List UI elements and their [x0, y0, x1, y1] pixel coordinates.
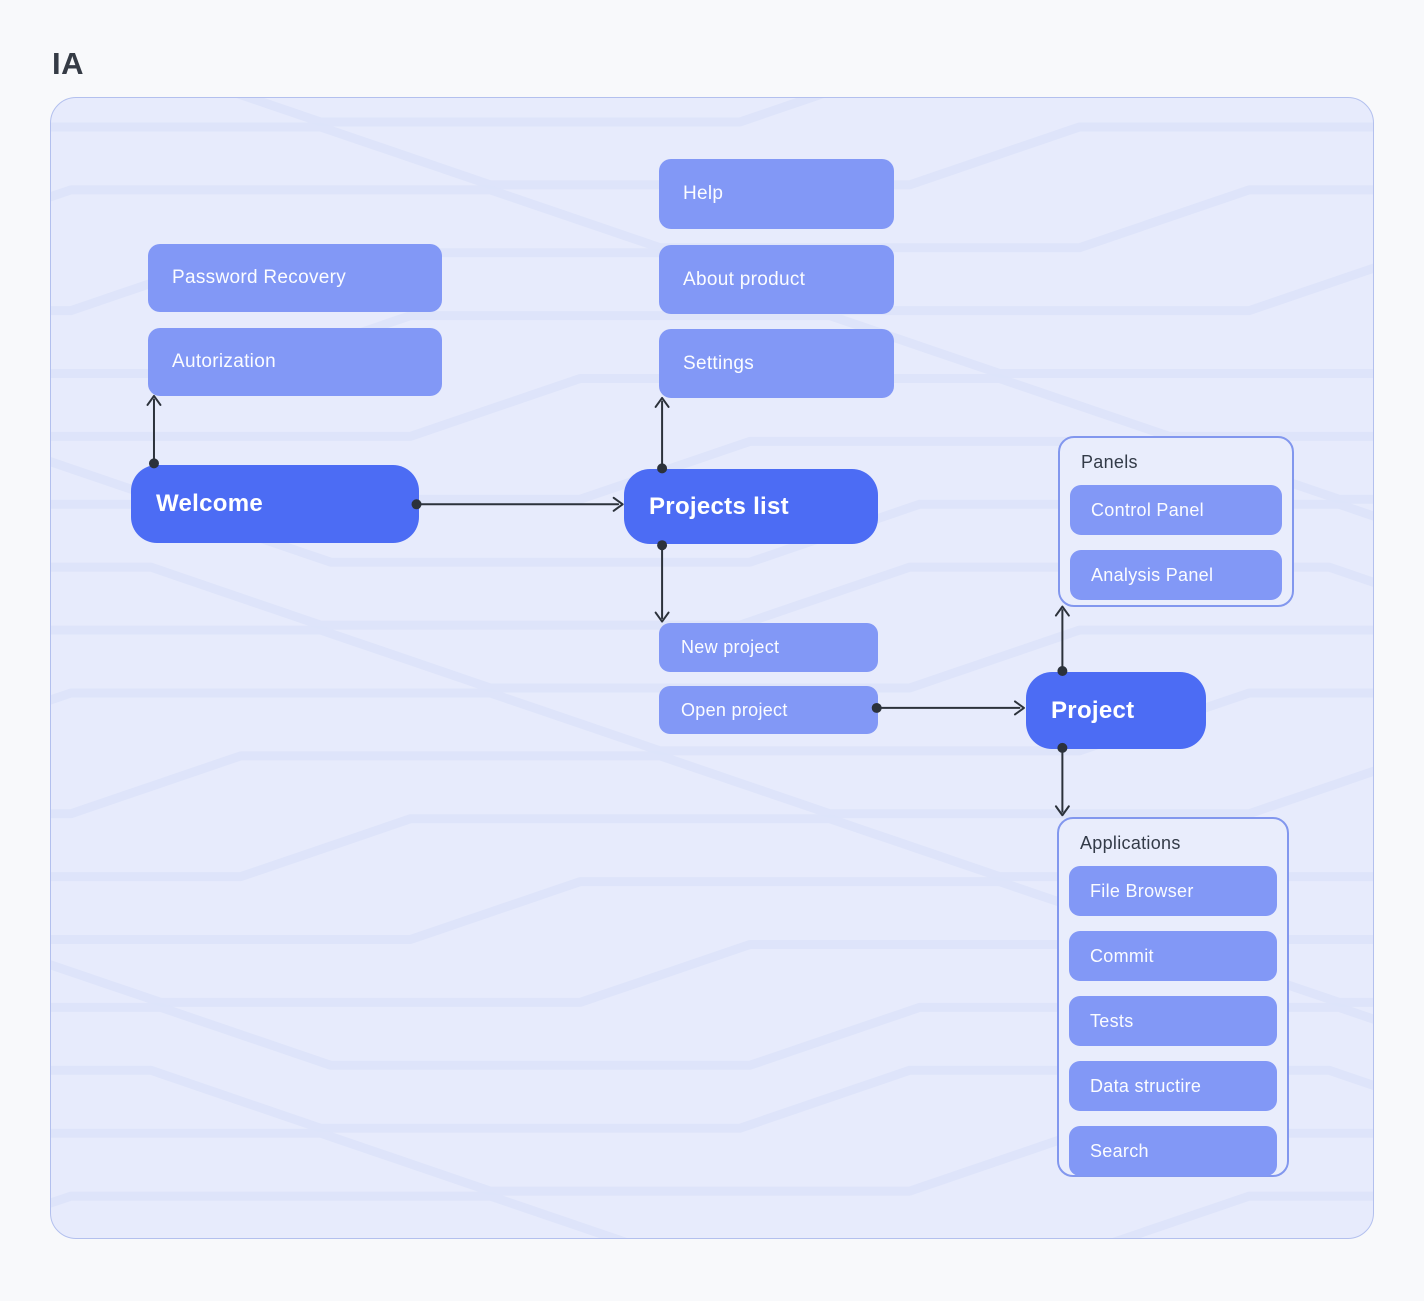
node-label: Projects list	[649, 492, 789, 520]
node-label: Open project	[681, 699, 788, 720]
node-label: Autorization	[172, 351, 276, 372]
node-label: Control Panel	[1091, 499, 1204, 520]
node-file-browser[interactable]: File Browser	[1069, 866, 1277, 916]
group-applications: Applications File Browser Commit Tests D…	[1057, 817, 1289, 1177]
node-projects-list[interactable]: Projects list	[624, 469, 878, 544]
node-label: Password Recovery	[172, 267, 347, 288]
node-label: Commit	[1090, 945, 1154, 966]
background-chevron-pattern	[51, 98, 1373, 1238]
node-about-product[interactable]: About product	[659, 245, 894, 314]
node-label: Analysis Panel	[1091, 564, 1214, 585]
node-autorization[interactable]: Autorization	[148, 328, 442, 396]
node-help[interactable]: Help	[659, 159, 894, 229]
node-label: Tests	[1090, 1010, 1134, 1031]
node-label: Help	[683, 183, 724, 204]
group-applications-label: Applications	[1080, 833, 1181, 853]
group-panels-label: Panels	[1081, 452, 1138, 472]
node-settings[interactable]: Settings	[659, 329, 894, 398]
node-welcome[interactable]: Welcome	[131, 465, 419, 543]
node-tests[interactable]: Tests	[1069, 996, 1277, 1046]
node-search[interactable]: Search	[1069, 1126, 1277, 1176]
node-data-structire[interactable]: Data structire	[1069, 1061, 1277, 1111]
node-new-project[interactable]: New project	[659, 623, 878, 672]
node-analysis-panel[interactable]: Analysis Panel	[1070, 550, 1282, 600]
node-label: Settings	[683, 352, 755, 374]
node-label: New project	[681, 637, 780, 657]
node-label: Search	[1090, 1140, 1149, 1161]
node-label: About product	[683, 268, 806, 290]
node-label: File Browser	[1090, 880, 1194, 901]
node-label: Project	[1051, 696, 1135, 724]
page-title: IA	[52, 46, 84, 81]
node-project[interactable]: Project	[1026, 672, 1206, 749]
group-panels: Panels Control Panel Analysis Panel	[1058, 436, 1294, 607]
node-password-recovery[interactable]: Password Recovery	[148, 244, 442, 312]
node-open-project[interactable]: Open project	[659, 686, 878, 734]
node-label: Data structire	[1090, 1075, 1202, 1096]
node-control-panel[interactable]: Control Panel	[1070, 485, 1282, 535]
diagram-canvas: Password Recovery Autorization Help Abou…	[50, 97, 1374, 1239]
node-commit[interactable]: Commit	[1069, 931, 1277, 981]
node-label: Welcome	[156, 490, 264, 517]
